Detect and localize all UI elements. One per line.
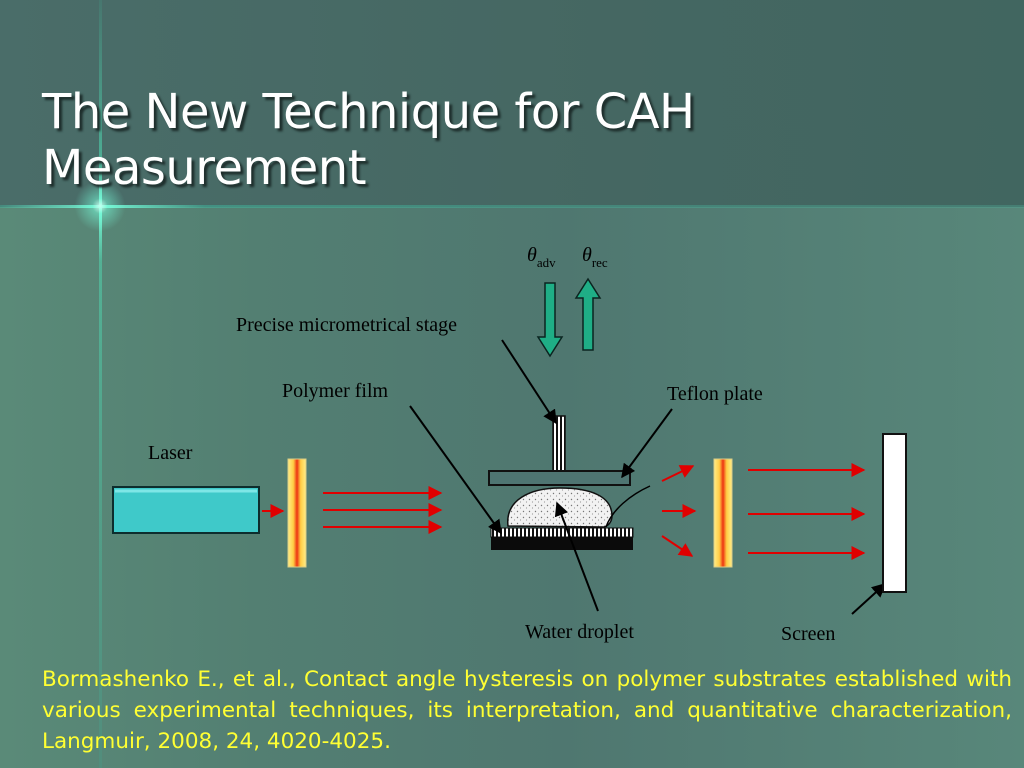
filter-band-right xyxy=(713,458,733,568)
label-polymer-film: Polymer film xyxy=(282,380,389,402)
label-teflon-plate: Teflon plate xyxy=(667,383,763,405)
water-droplet xyxy=(507,487,613,528)
label-laser: Laser xyxy=(148,442,193,464)
stage-rod xyxy=(552,415,566,472)
film-substrate xyxy=(491,537,633,550)
theta-rec-symbol: θrec xyxy=(582,244,608,270)
transmitted-beams xyxy=(748,463,866,560)
arrow-up-receding-icon xyxy=(574,277,602,351)
theta-adv-symbol: θadv xyxy=(527,244,556,270)
cah-setup-diagram: Laser θadv θrec Precise micrometrical st… xyxy=(112,244,907,645)
incident-beams xyxy=(323,486,443,534)
slide-title: The New Technique for CAH Measurement xyxy=(42,84,695,196)
laser-device xyxy=(112,486,260,534)
label-screen: Screen xyxy=(781,623,835,645)
teflon-plate xyxy=(488,470,631,486)
projection-screen xyxy=(882,433,907,593)
decorative-vertical-line xyxy=(99,0,102,768)
label-stage: Precise micrometrical stage xyxy=(236,314,457,336)
polymer-film xyxy=(490,527,634,538)
decorative-horizontal-line xyxy=(0,205,1024,208)
decorative-star-glow xyxy=(70,176,130,236)
scattered-beams xyxy=(661,465,697,557)
leader-lines xyxy=(409,339,887,615)
label-water-droplet: Water droplet xyxy=(525,621,634,643)
reference-citation: Bormashenko E., et al., Contact angle hy… xyxy=(42,667,1012,754)
arrow-down-advancing-icon xyxy=(536,282,564,358)
filter-band-left xyxy=(287,458,307,568)
slide-header-background xyxy=(0,0,1024,207)
